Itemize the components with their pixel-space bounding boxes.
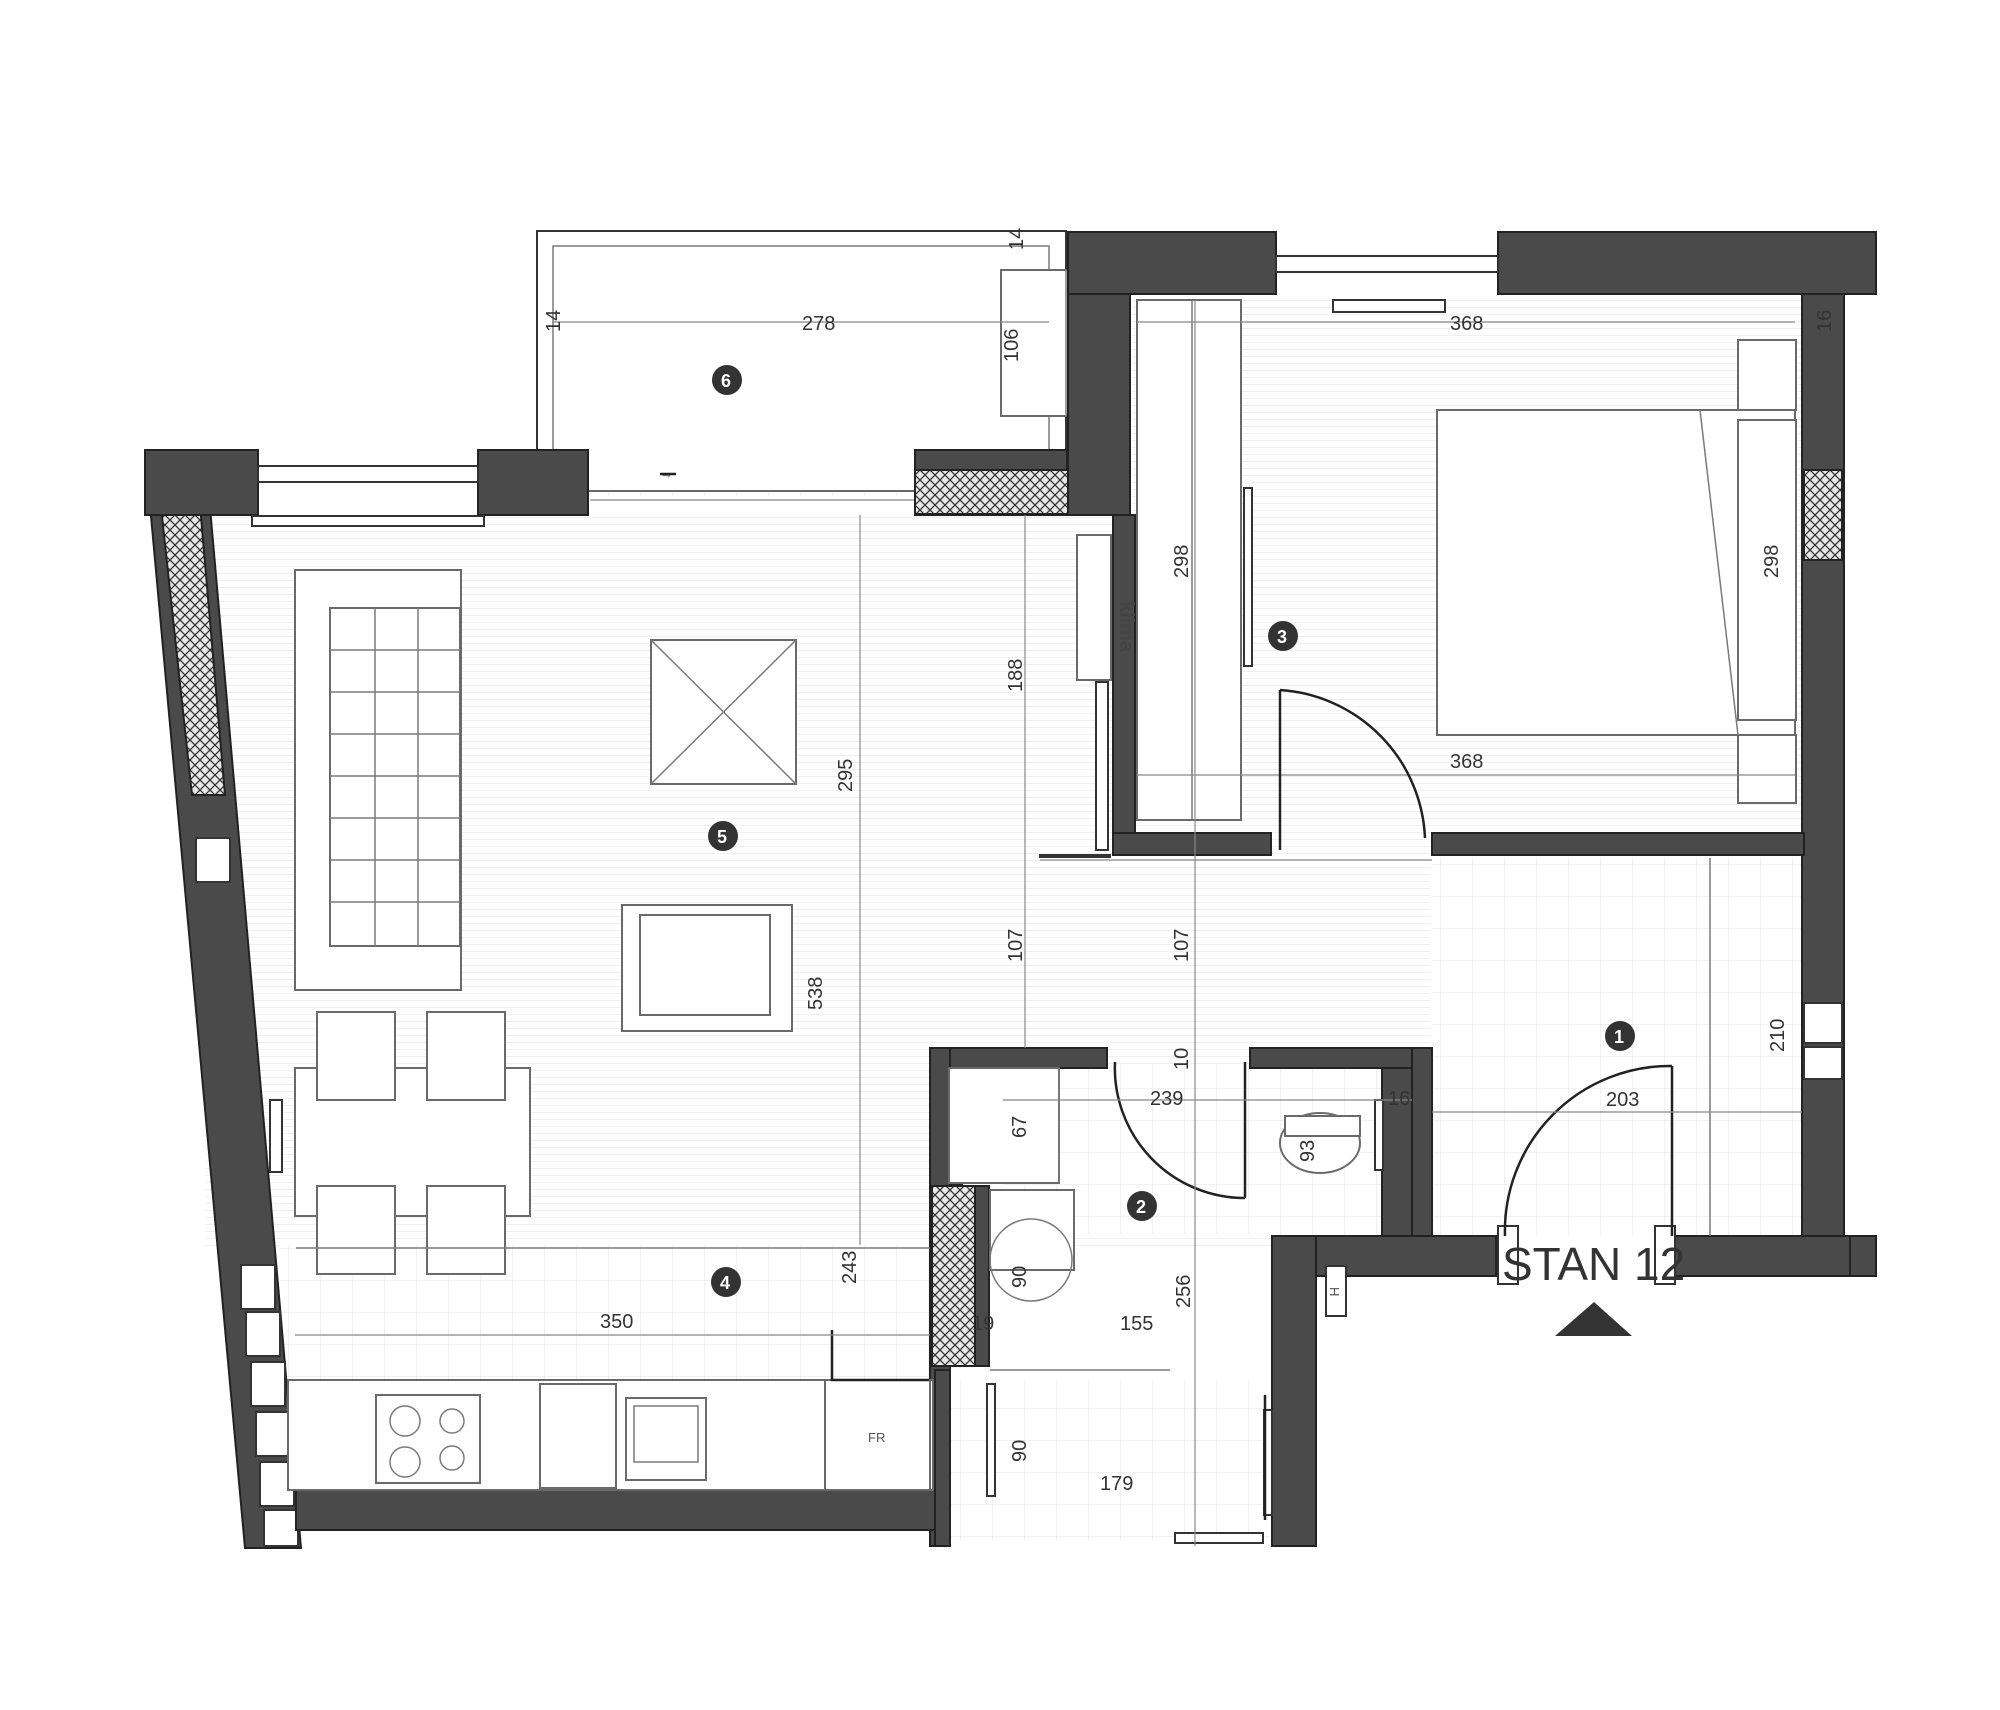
- dim-bath-gap: 10: [1171, 1048, 1193, 1070]
- wardrobe: [1136, 299, 1242, 821]
- dim-corridor-b: 107: [1171, 929, 1193, 962]
- dimension-lines: [295, 300, 1802, 1546]
- sink: [625, 1397, 707, 1481]
- dim-washer: 67: [1009, 1116, 1031, 1138]
- svg-text:4: 4: [720, 1273, 730, 1293]
- dim-shower: 90: [1009, 1266, 1031, 1288]
- balcony: →: [536, 230, 1070, 501]
- svg-text:6: 6: [721, 371, 731, 391]
- svg-text:3: 3: [1277, 627, 1287, 647]
- dim-balcony-bench: 106: [1001, 329, 1023, 362]
- entrance-door[interactable]: [1503, 1064, 1674, 1237]
- dim-kitchen-depth: 243: [839, 1251, 861, 1284]
- dimension-labels: 278 14 14 106 368 368 16 298 298 295 538…: [543, 228, 1836, 1495]
- meter-label: H: [1327, 1287, 1342, 1296]
- hall-tiles: [950, 1380, 1275, 1540]
- walls: [143, 231, 1877, 1549]
- bed: [1436, 409, 1796, 736]
- dim-living-upper: 188: [1005, 659, 1027, 692]
- oven: [539, 1383, 617, 1489]
- dim-shower-side: 19: [972, 1313, 994, 1335]
- dim-hall-inner: 155: [1120, 1313, 1153, 1335]
- dim-bedroom-side: 16: [1814, 310, 1836, 332]
- apartment-label: STAN 12: [1502, 1238, 1685, 1290]
- dim-storage-width: 179: [1100, 1473, 1133, 1495]
- svg-text:5: 5: [717, 827, 727, 847]
- svg-text:→: →: [660, 466, 673, 481]
- dim-entry-width: 203: [1606, 1089, 1639, 1111]
- bedroom-door[interactable]: [1278, 688, 1427, 850]
- room-badge-3: 3: [1268, 621, 1298, 651]
- dim-bedroom-depth: 298: [1761, 545, 1783, 578]
- room-badge-2: 2: [1127, 1191, 1157, 1221]
- bathroom-door[interactable]: [1113, 1061, 1247, 1200]
- dim-corridor-a: 107: [1005, 929, 1027, 962]
- ac-label: klima: [1115, 601, 1137, 653]
- svg-text:2: 2: [1136, 1197, 1146, 1217]
- room-badges: 1 2 3 4 5 6: [708, 365, 1635, 1297]
- cooktop: [375, 1394, 481, 1484]
- room-badge-5: 5: [708, 821, 738, 851]
- dim-balcony-side: 14: [543, 310, 565, 332]
- dim-balcony-width: 278: [802, 313, 835, 335]
- entrance-arrow: [1555, 1302, 1632, 1336]
- dim-toilet: 93: [1297, 1140, 1319, 1162]
- dim-balcony-top: 14: [1006, 228, 1028, 250]
- living-room: [269, 534, 1112, 1275]
- washer: [948, 1067, 1060, 1184]
- dim-entry-depth: 210: [1767, 1019, 1789, 1052]
- bedroom: [1136, 299, 1797, 821]
- dim-storage-depth: 90: [1009, 1440, 1031, 1462]
- dim-hall-depth: 256: [1173, 1275, 1195, 1308]
- svg-text:1: 1: [1614, 1027, 1624, 1047]
- kitchen: [287, 1330, 934, 1491]
- dim-bedroom-width-top: 368: [1450, 313, 1483, 335]
- entry: [1325, 858, 1711, 1336]
- dim-bath-side: 16: [1388, 1088, 1410, 1110]
- dim-bedroom-width-bottom: 368: [1450, 751, 1483, 773]
- ac-unit: [1076, 534, 1112, 681]
- bathroom: [948, 1067, 1384, 1544]
- doors: [1113, 688, 1674, 1520]
- dim-living-length: 538: [805, 977, 827, 1010]
- room-badge-6: 6: [712, 365, 742, 395]
- dim-wardrobe-depth: 298: [1171, 545, 1193, 578]
- fridge-label: FR: [868, 1430, 885, 1445]
- room-badge-4: 4: [711, 1267, 741, 1297]
- dim-kitchen-width: 350: [600, 1311, 633, 1333]
- dim-living-depth: 295: [835, 759, 857, 792]
- room-badge-1: 1: [1605, 1021, 1635, 1051]
- dim-bath-width: 239: [1150, 1088, 1183, 1110]
